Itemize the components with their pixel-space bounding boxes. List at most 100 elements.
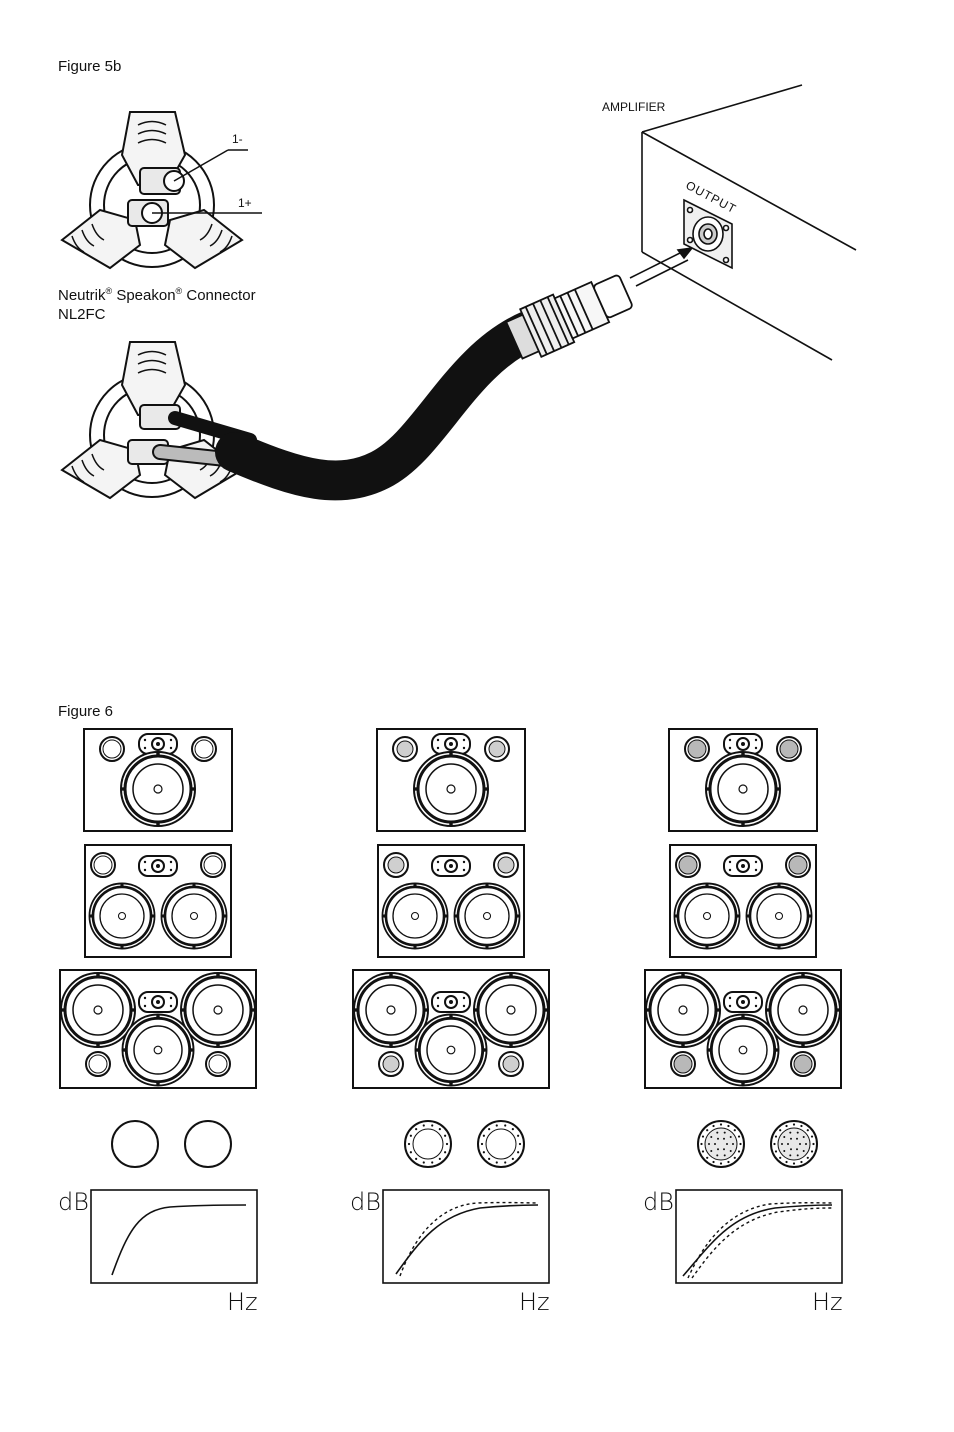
reg-mark-2: ® bbox=[175, 286, 183, 296]
grille-dot bbox=[712, 1124, 715, 1128]
grille-dot bbox=[729, 1135, 732, 1138]
response-graph-1 bbox=[90, 1189, 258, 1284]
figure-6-label: Figure 6 bbox=[58, 703, 114, 720]
column-3-dotted bbox=[645, 729, 841, 1168]
grille-dot bbox=[409, 1151, 412, 1154]
cable-plug bbox=[504, 274, 633, 360]
grille-dot bbox=[517, 1151, 520, 1154]
cabinet-large-3 bbox=[645, 970, 841, 1088]
grille-dot bbox=[482, 1134, 485, 1137]
grille-dot bbox=[444, 1151, 447, 1154]
hz-label-3: Hz bbox=[812, 1288, 843, 1316]
grille-dot bbox=[785, 1160, 788, 1164]
insert-arrow bbox=[629, 246, 694, 287]
cabinet-small-1 bbox=[84, 729, 232, 831]
grille-dot bbox=[708, 1143, 710, 1145]
grille-dot bbox=[504, 1161, 507, 1164]
grille-dot bbox=[799, 1143, 801, 1145]
port-detail-dotted bbox=[697, 1120, 818, 1168]
grille-dot bbox=[480, 1142, 484, 1146]
grille-dot bbox=[415, 1128, 418, 1131]
grille-dot bbox=[714, 1143, 716, 1145]
db-label-2: dB bbox=[350, 1188, 381, 1216]
grille-dot bbox=[438, 1128, 441, 1131]
speaker-cable bbox=[215, 310, 550, 501]
grille-dot bbox=[779, 1129, 782, 1132]
pin-plus-label: 1+ bbox=[238, 196, 252, 210]
grille-dot bbox=[737, 1135, 741, 1138]
connector-name: Neutrik® Speakon® Connector bbox=[58, 286, 256, 304]
cabinet-small-2 bbox=[377, 729, 525, 831]
connector-word: Connector bbox=[186, 287, 256, 304]
grille-dot bbox=[796, 1154, 799, 1157]
grille-dot bbox=[781, 1143, 783, 1145]
grille-dot bbox=[719, 1162, 723, 1165]
grille-dot bbox=[517, 1134, 520, 1137]
cabinet-medium-1 bbox=[85, 845, 231, 957]
grille-dot bbox=[415, 1157, 418, 1160]
grille-dot bbox=[445, 1142, 449, 1146]
cabinet-large-1 bbox=[60, 970, 256, 1088]
db-label-3: dB bbox=[643, 1188, 674, 1216]
cabinet-medium-2 bbox=[378, 845, 524, 957]
grille-dot bbox=[431, 1161, 434, 1164]
output-socket bbox=[683, 198, 733, 270]
grille-dot bbox=[422, 1124, 425, 1127]
grille-dot bbox=[796, 1131, 799, 1134]
grille-dot bbox=[716, 1154, 719, 1157]
grille-dot bbox=[792, 1162, 796, 1165]
grille-dot bbox=[504, 1124, 507, 1127]
grille-dot bbox=[717, 1148, 719, 1151]
grille-dot bbox=[716, 1131, 719, 1134]
grille-dot bbox=[774, 1135, 778, 1138]
grille-dot bbox=[444, 1134, 447, 1137]
grille-dot bbox=[792, 1123, 796, 1126]
grille-dot bbox=[495, 1124, 498, 1127]
grille-dot bbox=[796, 1148, 798, 1151]
grille-dot bbox=[810, 1150, 814, 1153]
grille-dot bbox=[805, 1143, 807, 1145]
grille-dot bbox=[790, 1148, 792, 1151]
grille-dot bbox=[789, 1154, 792, 1157]
grille-dot bbox=[785, 1124, 788, 1128]
grille-dot bbox=[739, 1142, 742, 1146]
grille-dot bbox=[717, 1137, 719, 1140]
grille-dot bbox=[774, 1150, 778, 1153]
cabinet-small-3 bbox=[669, 729, 817, 831]
grille-dot bbox=[706, 1156, 709, 1159]
grille-dot bbox=[712, 1160, 715, 1164]
grille-dot bbox=[700, 1142, 703, 1146]
figure-5b-label: Figure 5b bbox=[58, 58, 122, 75]
grille-dot bbox=[733, 1129, 736, 1132]
grille-dot bbox=[723, 1137, 725, 1140]
grille-dot bbox=[710, 1135, 713, 1138]
port-detail-ring bbox=[404, 1120, 525, 1168]
grille-dot bbox=[729, 1150, 732, 1153]
grille-dot bbox=[779, 1156, 782, 1159]
db-label-1: dB bbox=[58, 1188, 89, 1216]
response-graph-3 bbox=[675, 1189, 843, 1284]
grille-dot bbox=[488, 1128, 491, 1131]
speakon-connector-top bbox=[60, 111, 262, 270]
cabinet-large-2 bbox=[353, 970, 549, 1088]
grille-dot bbox=[701, 1135, 705, 1138]
amplifier-label: AMPLIFIER bbox=[602, 100, 666, 114]
grille-dot bbox=[806, 1156, 809, 1159]
grille-dot bbox=[796, 1137, 798, 1140]
column-1-plain bbox=[60, 729, 256, 1168]
grille-dot bbox=[783, 1135, 786, 1138]
grille-dot bbox=[802, 1135, 805, 1138]
grille-dot bbox=[723, 1154, 726, 1157]
grille-dot bbox=[783, 1150, 786, 1153]
grille-dot bbox=[727, 1124, 730, 1128]
grille-dot bbox=[789, 1131, 792, 1134]
grille-dot bbox=[727, 1160, 730, 1164]
grille-dot bbox=[431, 1124, 434, 1127]
grille-dot bbox=[806, 1129, 809, 1132]
grille-dot bbox=[787, 1143, 789, 1145]
grille-dot bbox=[719, 1123, 723, 1126]
grille-dot bbox=[790, 1137, 792, 1140]
grille-dot bbox=[800, 1160, 803, 1164]
connector-line: Speakon bbox=[116, 287, 176, 304]
